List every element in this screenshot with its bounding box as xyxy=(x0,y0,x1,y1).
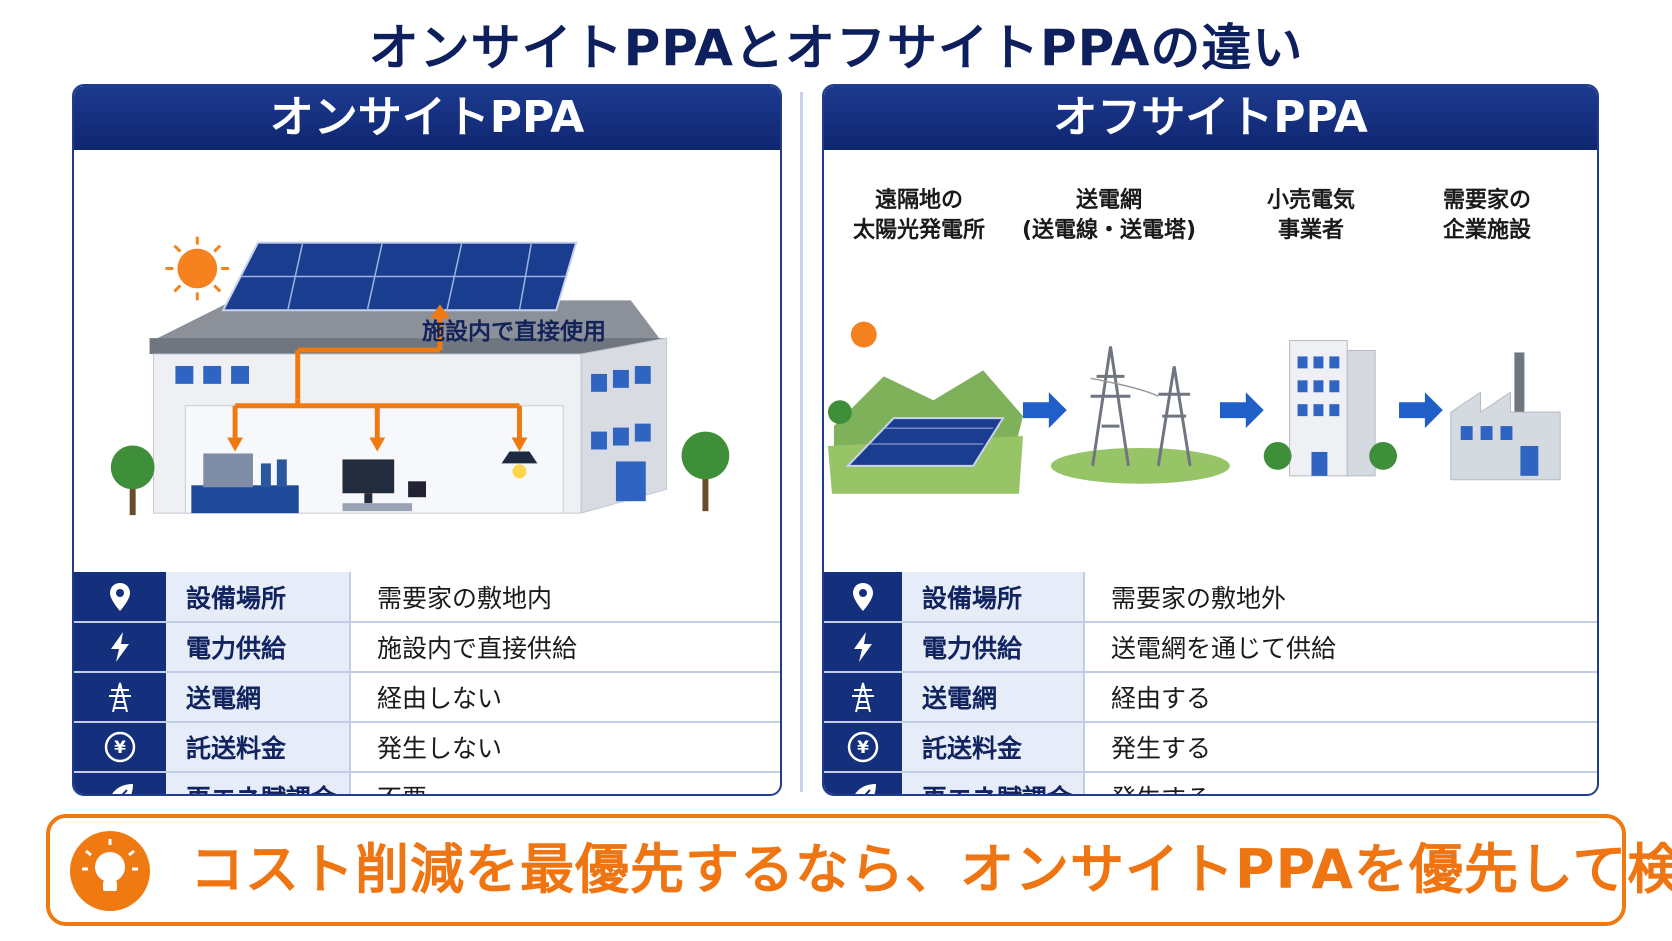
row-value: 経由しない xyxy=(350,672,780,723)
offsite-flow-illustration xyxy=(827,321,1561,494)
row-icon-cell: ¥ xyxy=(74,722,166,773)
onsite-table: 設備場所需要家の敷地内電力供給施設内で直接供給送電網経由しない ¥ 託送料金発生しな… xyxy=(74,572,780,794)
office-building-icon xyxy=(1263,340,1398,477)
sun-icon xyxy=(165,236,230,301)
conclusion-banner: コスト削減を最優先するなら、オンサイトPPAを優先して検討 xyxy=(46,814,1672,926)
row-value: 施設内で直接供給 xyxy=(350,622,780,673)
row-label: 託送料金 xyxy=(166,722,351,773)
yen-icon: ¥ xyxy=(104,731,136,763)
flow-step-grid: 送電網(送電線・送電塔) xyxy=(1021,188,1197,243)
solar-panel-roof xyxy=(221,241,578,312)
lightning-icon xyxy=(111,632,129,662)
panel-divider xyxy=(800,92,803,792)
conclusion-text: コスト削減を最優先するなら、オンサイトPPAを優先して検討 xyxy=(190,838,1672,901)
row-label: 再エネ賦課金 xyxy=(166,772,351,794)
lightbulb-icon xyxy=(70,831,150,911)
flow-step-customer: 需要家の企業施設 xyxy=(1442,188,1531,243)
offsite-header: オフサイトPPA xyxy=(824,86,1597,150)
flow-step-retailer: 小売電気事業者 xyxy=(1266,188,1355,243)
factory-icon xyxy=(1450,352,1561,481)
table-row: 再エネ賦課金発生する xyxy=(824,772,1597,794)
transmission-tower-illustration xyxy=(1050,346,1230,484)
row-icon-cell: ¥ xyxy=(824,722,902,773)
svg-text:¥: ¥ xyxy=(114,738,126,758)
row-label: 設備場所 xyxy=(166,572,351,623)
location-pin-icon xyxy=(110,582,130,611)
row-value: 需要家の敷地外 xyxy=(1084,572,1597,623)
row-icon-cell xyxy=(824,622,902,673)
row-icon-cell xyxy=(74,622,166,673)
page-title: オンサイトPPAとオフサイトPPAの違い xyxy=(368,19,1304,77)
flow-step-solar-plant: 遠隔地の太陽光発電所 xyxy=(852,188,985,243)
leaf-icon xyxy=(112,784,133,794)
offsite-panel: オフサイトPPA 遠隔地の太陽光発電所 送電網(送電線・送電塔) 小売電気事業者… xyxy=(822,84,1599,796)
lamp-icon xyxy=(501,451,538,479)
leaf-icon xyxy=(855,784,876,794)
row-icon-cell xyxy=(824,672,902,723)
row-label: 送電網 xyxy=(166,672,351,723)
row-value: 発生する xyxy=(1084,722,1597,773)
row-label: 再エネ賦課金 xyxy=(902,772,1085,794)
transmission-tower-icon xyxy=(109,682,131,713)
monitor-icon xyxy=(342,459,427,512)
onsite-illustration xyxy=(110,236,730,516)
row-icon-cell xyxy=(824,772,902,794)
table-row: 再エネ賦課金不要 xyxy=(74,772,780,794)
row-icon-cell xyxy=(824,572,902,623)
row-label: 電力供給 xyxy=(902,622,1085,673)
onsite-header: オンサイトPPA xyxy=(74,86,780,150)
table-row: 電力供給送電網を通じて供給 xyxy=(824,622,1597,673)
solar-plant-icon xyxy=(827,321,1023,494)
row-label: 託送料金 xyxy=(902,722,1085,773)
row-icon-cell xyxy=(74,672,166,723)
table-row: ¥ 託送料金発生する xyxy=(824,722,1597,773)
transmission-tower-icon xyxy=(852,682,874,713)
row-value: 送電網を通じて供給 xyxy=(1084,622,1597,673)
row-value: 発生する xyxy=(1084,772,1597,794)
row-icon-cell xyxy=(74,772,166,794)
table-row: ¥ 託送料金発生しない xyxy=(74,722,780,773)
tree-icon xyxy=(110,431,730,516)
offsite-table: 設備場所需要家の敷地外電力供給送電網を通じて供給送電網経由する ¥ 託送料金発生する… xyxy=(824,572,1597,794)
row-value: 発生しない xyxy=(350,722,780,773)
yen-icon: ¥ xyxy=(847,731,879,763)
row-label: 設備場所 xyxy=(902,572,1085,623)
onsite-panel: オンサイトPPA xyxy=(72,84,782,796)
svg-text:¥: ¥ xyxy=(857,738,869,758)
table-row: 送電網経由しない xyxy=(74,672,780,723)
row-value: 需要家の敷地内 xyxy=(350,572,780,623)
row-label: 送電網 xyxy=(902,672,1085,723)
arrow-icon xyxy=(1022,392,1443,429)
row-label: 電力供給 xyxy=(166,622,351,673)
location-pin-icon xyxy=(853,582,873,611)
table-row: 設備場所需要家の敷地内 xyxy=(74,572,780,623)
table-row: 設備場所需要家の敷地外 xyxy=(824,572,1597,623)
factory-machine-icon xyxy=(191,453,299,514)
table-row: 電力供給施設内で直接供給 xyxy=(74,622,780,673)
row-value: 不要 xyxy=(350,772,780,794)
row-value: 経由する xyxy=(1084,672,1597,723)
row-icon-cell xyxy=(74,572,166,623)
direct-use-label: 施設内で直接使用 xyxy=(422,319,606,345)
lightning-icon xyxy=(854,632,872,662)
table-row: 送電網経由する xyxy=(824,672,1597,723)
